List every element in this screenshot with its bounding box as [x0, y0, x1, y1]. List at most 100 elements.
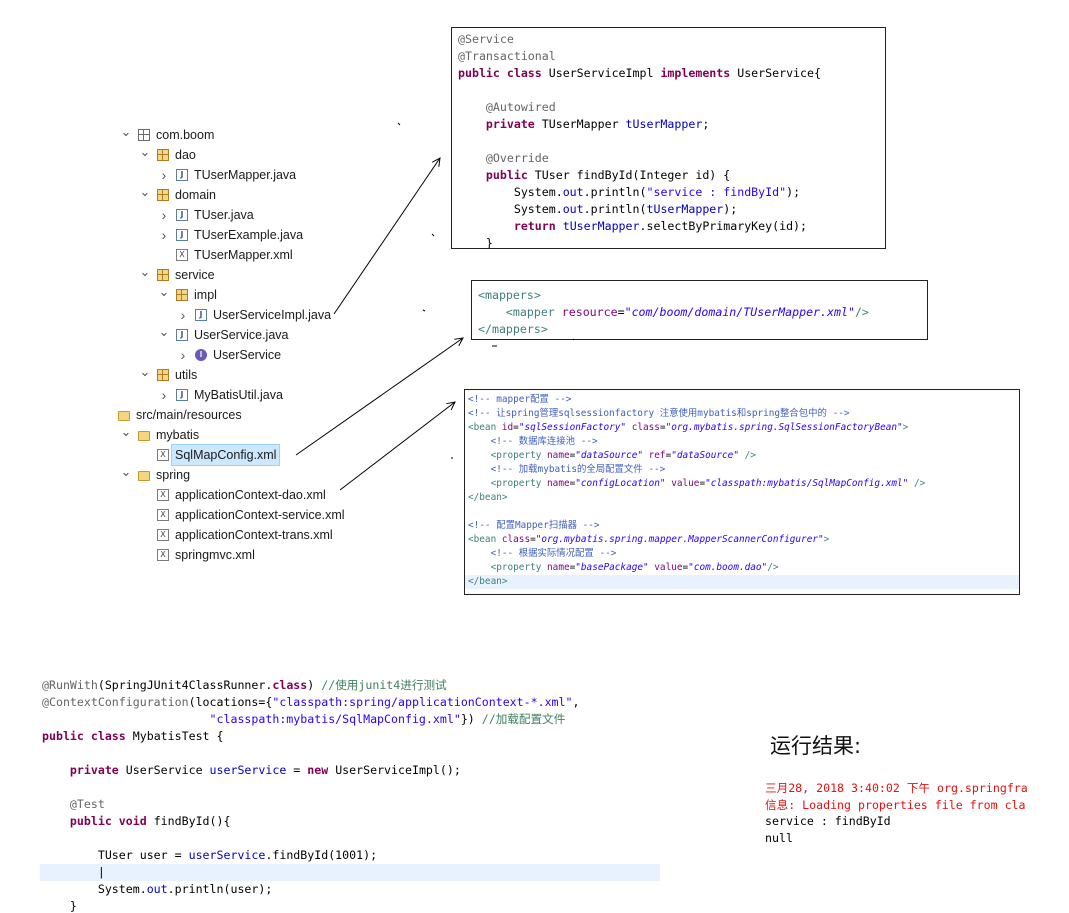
chevron-right-icon[interactable]: › [161, 227, 167, 243]
chevron-down-icon[interactable]: ⌄ [158, 324, 170, 339]
chevron-right-icon[interactable]: › [161, 167, 167, 183]
code-line: } [458, 236, 493, 249]
chevron-down-icon[interactable]: ⌄ [120, 124, 132, 139]
code-line: private TUserMapper tUserMapper; [485, 117, 710, 131]
code-line: </bean> [468, 492, 508, 503]
package-root-icon [138, 129, 150, 141]
tree-item-label: domain [175, 188, 216, 202]
code-line: <property name="configLocation" value="c… [490, 478, 926, 489]
tree-item-label: TUserMapper.java [194, 168, 297, 182]
tree-item-label: UserServiceImpl.java [213, 308, 332, 322]
xml-file-icon: X [157, 489, 169, 501]
code-line: <bean class="org.mybatis.spring.mapper.M… [468, 534, 830, 545]
folder-icon [138, 431, 150, 441]
spacer [158, 245, 170, 265]
code-line: @ContextConfiguration(locations={"classp… [42, 695, 580, 709]
tree-item-label: MyBatisUtil.java [194, 388, 283, 402]
code-line: return tUserMapper.selectByPrimaryKey(id… [513, 219, 808, 233]
code-line: @Transactional [458, 49, 556, 63]
spring-config-code-panel: <!-- mapper配置 --> <!-- 让spring管理sqlsessio… [464, 389, 1020, 595]
tree-item-label: utils [175, 368, 198, 382]
code-line: public class MybatisTest { [42, 729, 224, 743]
code-line: System.out.println("service : findById")… [458, 185, 801, 199]
tree-item-label: mybatis [156, 428, 200, 442]
chevron-down-icon[interactable]: ⌄ [139, 184, 151, 199]
code-line: <!-- 根据实际情况配置 --> [490, 548, 617, 559]
chevron-right-icon[interactable]: › [180, 307, 186, 323]
tree-item-label: TUserExample.java [194, 228, 304, 242]
code-line: <!-- 让spring管理sqlsessionfactory 注意使用myba… [468, 408, 850, 419]
code-line: service : findById [765, 814, 891, 828]
chevron-down-icon[interactable]: ⌄ [139, 144, 151, 159]
tree-item-label: spring [156, 468, 191, 482]
code-line: @Autowired [485, 100, 556, 114]
code-line: <!-- 加载mybatis的全局配置文件 --> [490, 464, 666, 475]
code-line: <bean id="sqlSessionFactory" class="org.… [468, 422, 909, 433]
spacer [139, 445, 151, 465]
project-explorer-tree: ⌄ com.boom ⌄ dao › J TUserMapper.java ⌄ domain › J… [0, 125, 420, 565]
tree-item-label: applicationContext-service.xml [175, 508, 345, 522]
java-file-icon: J [176, 389, 188, 401]
xml-file-icon: X [157, 509, 169, 521]
spacer [139, 485, 151, 505]
tree-item-label: impl [194, 288, 217, 302]
chevron-right-icon[interactable]: › [161, 207, 167, 223]
chevron-down-icon[interactable]: ⌄ [139, 264, 151, 279]
chevron-right-icon[interactable]: › [161, 387, 167, 403]
package-icon [157, 189, 169, 201]
tree-item-label: springmvc.xml [175, 548, 255, 562]
tree-item-label: UserService.java [194, 328, 289, 342]
run-result-title: 运行结果: [770, 734, 862, 758]
java-file-icon: J [195, 309, 207, 321]
code-line: public void findById(){ [69, 814, 231, 828]
code-line: </bean> [465, 575, 1019, 589]
code-line: <mapper resource="com/boom/domain/TUserM… [505, 305, 869, 319]
java-file-icon: J [176, 169, 188, 181]
code-line: null [765, 830, 793, 845]
interface-icon: I [195, 349, 207, 361]
code-line: System.out.println(tUserMapper); [458, 202, 738, 216]
chevron-right-icon[interactable]: › [180, 347, 186, 363]
tree-item-label: TUser.java [194, 208, 254, 222]
code-line: 信息: Loading properties file from cla [765, 797, 1026, 812]
code-line: @RunWith(SpringJUnit4ClassRunner.class) … [42, 678, 447, 692]
code-line: System.out.println(user); [42, 882, 273, 896]
tree-item-label: applicationContext-trans.xml [175, 528, 333, 542]
tree-item-label: applicationContext-dao.xml [175, 488, 326, 502]
chevron-down-icon[interactable]: ⌄ [158, 284, 170, 299]
java-file-icon: J [176, 229, 188, 241]
console-output: 三月28, 2018 3:40:02 下午 org.springfra 信息: L… [765, 780, 1069, 860]
code-line: <!-- 数据库连接池 --> [490, 436, 598, 447]
package-icon [176, 289, 188, 301]
chevron-down-icon[interactable]: ⌄ [120, 464, 132, 479]
tree-item-label: SqlMapConfig.xml [171, 444, 281, 466]
spacer [139, 545, 151, 565]
code-line: <!-- mapper配置 --> [468, 394, 572, 405]
tree-item-label: service [175, 268, 215, 282]
code-line: <!-- 配置Mapper扫描器 --> [468, 520, 600, 531]
code-line: @Test [69, 797, 105, 811]
code-line: public TUser findById(Integer id) { [485, 168, 731, 182]
folder-icon [138, 471, 150, 481]
java-file-icon: J [176, 329, 188, 341]
package-icon [157, 369, 169, 381]
tree-item-label: com.boom [156, 128, 215, 142]
code-line: @Service [458, 32, 514, 46]
chevron-down-icon[interactable]: ⌄ [139, 364, 151, 379]
chevron-down-icon[interactable]: ⌄ [120, 424, 132, 439]
code-line: "classpath:mybatis/SqlMapConfig.xml"}) /… [209, 712, 566, 726]
tree-item-label: dao [175, 148, 196, 162]
xml-file-icon: X [157, 449, 169, 461]
tree-item-label: src/main/resources [136, 408, 242, 422]
xml-file-icon: X [176, 249, 188, 261]
code-line: <property name="basePackage" value="com.… [490, 562, 779, 573]
package-icon [157, 269, 169, 281]
mappers-config-code-panel: <mappers> <mapper resource="com/boom/dom… [471, 280, 928, 340]
code-line: | [40, 864, 660, 881]
package-icon [157, 149, 169, 161]
java-file-icon: J [176, 209, 188, 221]
code-line: 三月28, 2018 3:40:02 下午 org.springfra [765, 781, 1028, 795]
code-line: TUser user = userService.findById(1001); [42, 848, 378, 862]
xml-file-icon: X [157, 529, 169, 541]
